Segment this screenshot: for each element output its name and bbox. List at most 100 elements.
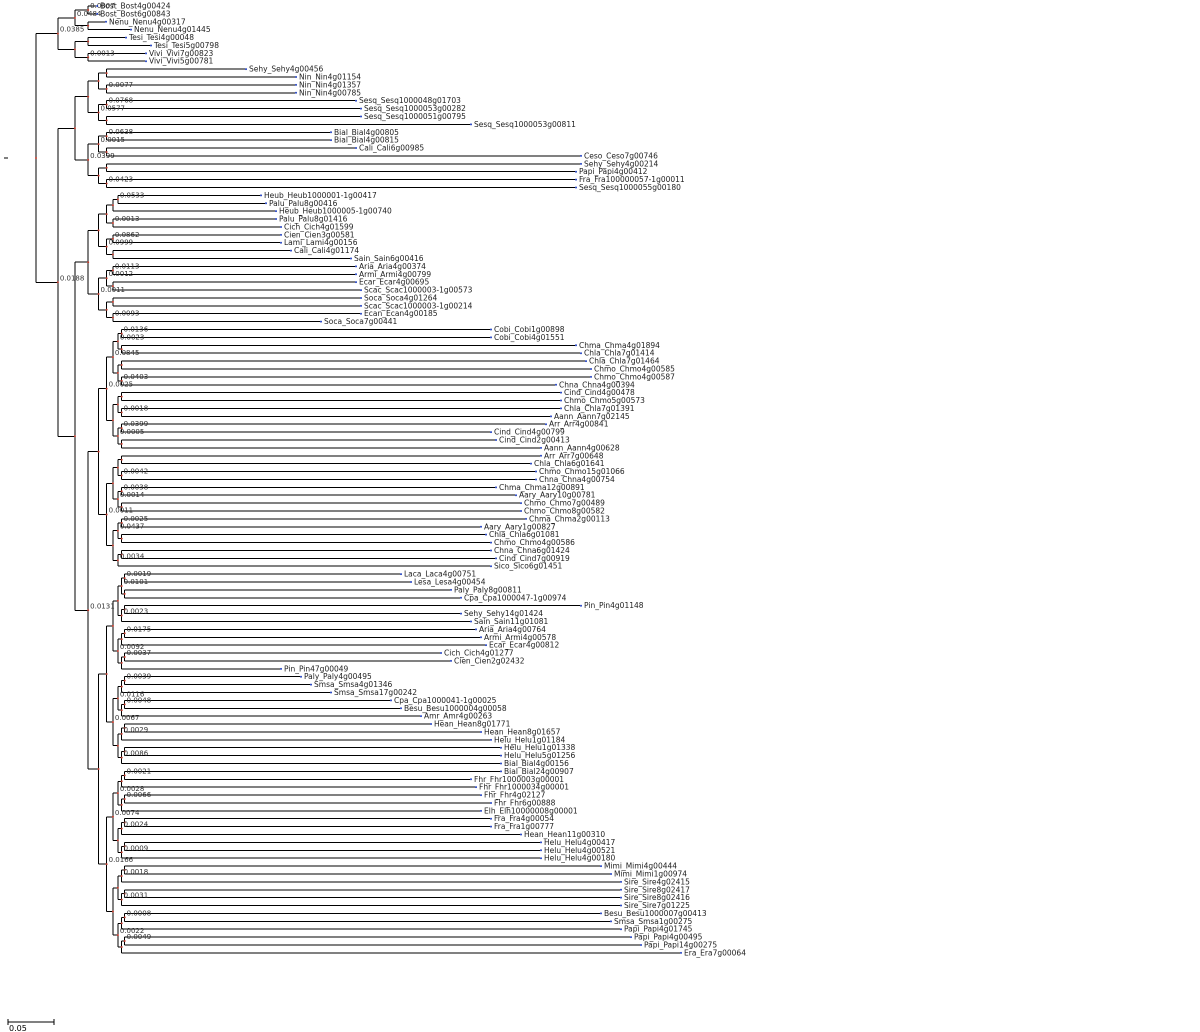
node-marker xyxy=(87,158,90,161)
tip-label: Bial_Bial24g00907 xyxy=(504,767,574,776)
node-marker xyxy=(35,156,37,159)
node-support-label: 0.0005 xyxy=(120,428,144,436)
tip-marker xyxy=(280,241,282,244)
tip-marker xyxy=(450,588,452,591)
tip-marker xyxy=(580,352,582,355)
tip-label: Cich_Cich4g01599 xyxy=(284,222,354,231)
node-marker xyxy=(120,661,123,664)
node-support-label: 0.0188 xyxy=(60,274,84,282)
tip-label: Arr_Arr4g00841 xyxy=(549,420,609,429)
tip-marker xyxy=(360,115,362,118)
tip-label: Ceso_Ceso7g00746 xyxy=(584,151,658,160)
node-marker xyxy=(116,403,119,406)
tip-marker xyxy=(360,312,362,315)
node-marker xyxy=(97,111,100,114)
node-marker xyxy=(111,237,114,240)
node-support-label: 0.0638 xyxy=(109,128,134,136)
node-marker xyxy=(111,285,114,288)
tip-label: Sire_Sire7g01225 xyxy=(624,901,690,910)
node-support-label: 0.0007 xyxy=(90,2,115,10)
tip-marker xyxy=(490,328,492,331)
node-marker xyxy=(97,768,100,771)
tip-marker xyxy=(610,920,612,923)
tip-marker xyxy=(400,573,402,576)
node-support-label: 0.0009 xyxy=(124,844,149,852)
node-support-label: 0.0024 xyxy=(124,821,149,829)
node-marker xyxy=(105,863,108,866)
tip-label: Sehy_Sehy4g00456 xyxy=(249,65,324,74)
node-support-label: 0.0533 xyxy=(120,191,144,199)
node-marker xyxy=(105,672,108,675)
tip-label: Cind_Cind7g00919 xyxy=(499,554,570,563)
node-marker xyxy=(105,182,108,185)
tip-label: Palu_Palu8g01416 xyxy=(279,215,348,224)
node-marker xyxy=(97,450,100,453)
tip-label: Cien_Cien3g00581 xyxy=(284,230,355,239)
tip-label: Fhr_Fhr4g02127 xyxy=(484,791,546,800)
node-marker xyxy=(105,213,108,216)
node-support-label: 0.0049 xyxy=(127,933,152,941)
tip-label: Papi_Papi14g00275 xyxy=(644,940,717,949)
node-marker xyxy=(123,608,126,611)
tip-label: Cind_Cind2g00413 xyxy=(499,435,570,444)
tip-label: Chmo_Chmo15g01066 xyxy=(539,467,625,476)
node-marker xyxy=(120,756,123,759)
node-support-label: 0.0092 xyxy=(120,643,144,651)
node-marker xyxy=(123,632,126,635)
tip-marker xyxy=(280,667,282,670)
tip-marker xyxy=(150,44,152,47)
node-marker xyxy=(116,498,119,501)
node-marker xyxy=(120,458,123,461)
node-marker xyxy=(120,732,123,735)
tip-marker xyxy=(620,904,622,907)
node-marker xyxy=(120,411,123,414)
tip-label: Heub_Heub1000005-1g00740 xyxy=(279,207,392,216)
tip-marker xyxy=(490,549,492,552)
node-marker xyxy=(116,466,119,469)
node-marker xyxy=(111,204,114,207)
tip-marker xyxy=(545,423,547,426)
node-marker xyxy=(105,135,108,138)
node-support-label: 0.0403 xyxy=(124,373,149,381)
tip-marker xyxy=(555,383,557,386)
node-marker xyxy=(111,356,114,359)
node-marker xyxy=(116,934,119,937)
tip-marker xyxy=(360,107,362,110)
tip-label: Tesi_Tesi5g00798 xyxy=(153,41,219,50)
node-support-label: 0.0011 xyxy=(101,286,126,294)
node-marker xyxy=(120,851,123,854)
tip-label: Cien_Cien2g02432 xyxy=(454,656,525,665)
node-marker xyxy=(116,599,119,602)
node-marker xyxy=(123,750,126,753)
node-support-label: 0.0042 xyxy=(124,467,149,475)
tip-label: Paly_Paly4g00495 xyxy=(304,672,372,681)
node-marker xyxy=(120,874,123,877)
node-marker xyxy=(123,655,126,658)
tip-marker xyxy=(540,857,542,860)
tip-marker xyxy=(265,202,267,205)
tip-marker xyxy=(460,612,462,615)
tip-label: Chna_Chna6g01424 xyxy=(494,546,570,555)
node-support-label: 0.0029 xyxy=(124,726,149,734)
tip-label: Vivi_Vivi7g00823 xyxy=(149,49,214,58)
node-support-label: 0.0845 xyxy=(115,349,140,357)
tree-branches xyxy=(4,5,680,954)
node-marker xyxy=(97,143,100,146)
tip-marker xyxy=(450,659,452,662)
tip-label: Cpa_Cpa1000047-1g00974 xyxy=(464,593,567,602)
node-support-label: 0.0011 xyxy=(109,506,134,514)
tip-label: Soca_Soca4g01264 xyxy=(364,293,438,302)
node-support-label: 0.0423 xyxy=(109,176,134,184)
tip-label: Smsa_Smsa1g00275 xyxy=(614,917,693,926)
node-marker xyxy=(123,845,126,848)
tip-label: Bial_Bial4g00805 xyxy=(334,128,399,137)
tip-marker xyxy=(260,194,262,197)
tip-label: Cich_Cich4g01277 xyxy=(444,649,514,658)
tip-marker xyxy=(535,470,537,473)
node-marker xyxy=(120,474,123,477)
tip-label: Aary_Aary1g00827 xyxy=(484,522,556,531)
node-support-label: 0.0013 xyxy=(90,49,115,57)
node-marker xyxy=(120,803,123,806)
node-marker xyxy=(120,945,123,948)
tip-label: Armi_Armi4g00799 xyxy=(359,270,431,279)
